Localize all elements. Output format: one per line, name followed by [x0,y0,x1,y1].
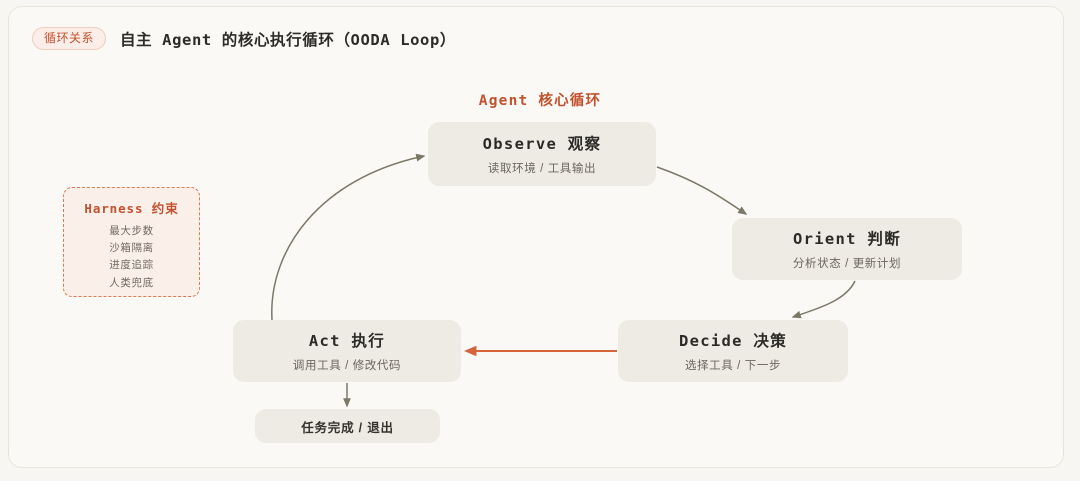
node-observe[interactable]: Observe 观察 读取环境 / 工具输出 [428,122,656,186]
node-decide[interactable]: Decide 决策 选择工具 / 下一步 [618,320,848,382]
diagram-header: 循环关系 自主 Agent 的核心执行循环（OODA Loop） [32,27,456,50]
node-observe-subtitle: 读取环境 / 工具输出 [487,163,597,175]
loop-title: Agent 核心循环 [478,93,602,109]
harness-item: 最大步数 [109,225,154,237]
node-decide-title: Decide 决策 [678,332,788,350]
harness-constraints-box: Harness 约束 最大步数 沙箱隔离 进度追踪 人类兜底 [63,187,200,297]
harness-list: 最大步数 沙箱隔离 进度追踪 人类兜底 [109,224,153,290]
node-orient-subtitle: 分析状态 / 更新计划 [792,258,902,270]
node-orient-title: Orient 判断 [792,230,902,248]
node-exit[interactable]: 任务完成 / 退出 [255,409,440,443]
node-act[interactable]: Act 执行 调用工具 / 修改代码 [233,320,461,382]
node-act-subtitle: 调用工具 / 修改代码 [292,360,402,372]
node-observe-title: Observe 观察 [482,135,602,153]
node-orient[interactable]: Orient 判断 分析状态 / 更新计划 [732,218,962,280]
node-decide-subtitle: 选择工具 / 下一步 [684,360,782,372]
page-title: 自主 Agent 的核心执行循环（OODA Loop） [120,30,457,49]
node-exit-title: 任务完成 / 退出 [301,420,394,435]
relation-badge: 循环关系 [32,27,107,50]
harness-item: 进度追踪 [109,259,154,272]
harness-title: Harness 约束 [84,201,179,216]
harness-item: 沙箱隔离 [109,242,154,255]
node-act-title: Act 执行 [308,332,386,350]
harness-item: 人类兜底 [109,276,154,289]
